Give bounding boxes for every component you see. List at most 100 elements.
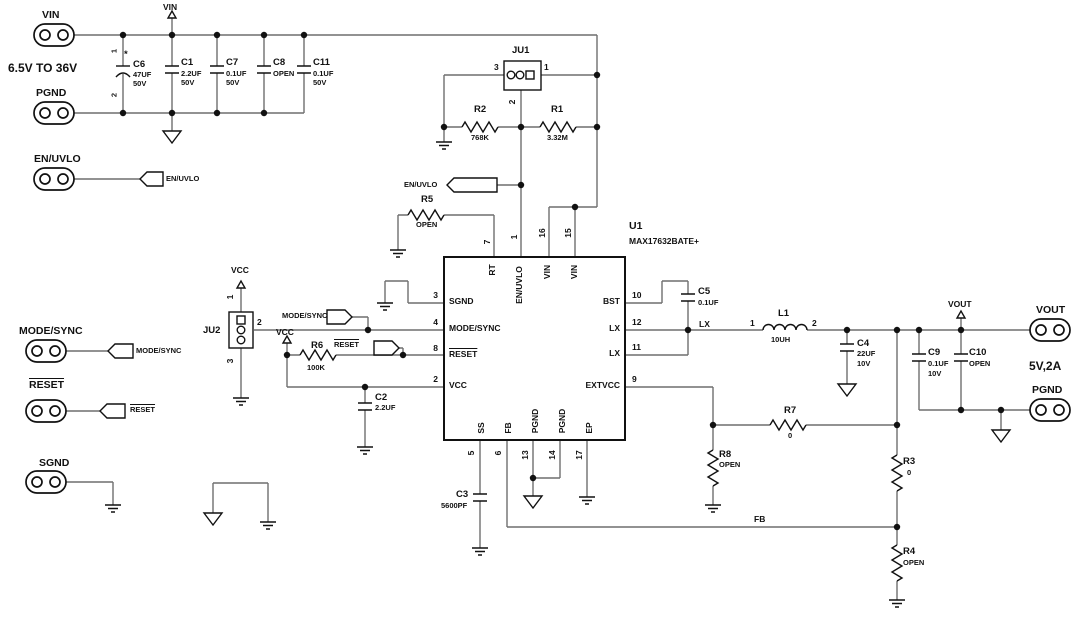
vcc-net-label-ju2: VCC [231,265,249,275]
capacitor-C6-symbol [115,65,131,78]
c4-rating: 10V [857,359,871,368]
earth-ground-icons [105,141,905,608]
r7-value: 0 [788,431,793,440]
u1-pin1-number: 1 [508,234,519,240]
l1-pin2-label: 2 [812,318,817,328]
c6-ref: C6 [133,59,146,70]
en-uvlo-connector-label: EN/UVLO [34,153,81,165]
capacitor-C5-symbol [681,293,695,302]
l1-pin1-label: 1 [750,318,755,328]
u1-pin9-number: 9 [632,374,637,384]
c10-ref: C10 [969,347,987,358]
c1-ref: C1 [181,57,194,68]
r6-value: 100K [307,363,325,372]
r3-ref: R3 [903,456,916,467]
u1-pin4-number: 4 [433,317,438,327]
c8-ref: C8 [273,57,286,68]
c3-value: 5600PF [441,501,468,510]
r1-value: 3.32M [547,133,568,142]
r5-value: OPEN [416,220,438,229]
u1-pin-rt-name: RT [486,264,497,276]
c5-value: 0.1UF [698,298,719,307]
vout-net-label: VOUT [948,299,972,309]
output-rating-label: 5V,2A [1029,359,1062,373]
jumper-ju1 [503,60,542,91]
connector-reset [25,399,67,423]
r3-value: 0 [907,468,912,477]
u1-pin14-number: 14 [546,450,557,460]
capacitor-C8-symbol [257,65,271,74]
u1-pin6-number: 6 [492,450,503,456]
c6-rating: 50V [133,79,147,88]
u1-ref: U1 [629,220,643,232]
capacitor-C1-symbol [165,65,179,74]
inductor-L1-symbol [762,323,808,331]
l1-value: 10UH [771,335,791,344]
pgnd-out-connector-label: PGND [1032,384,1063,396]
connector-pgnd-in [33,101,75,125]
u1-pin-vin16-name: VIN [541,264,552,280]
c4-ref: C4 [857,338,870,349]
u1-pin-bst-name: BST [603,296,620,306]
capacitor-C3-symbol [473,493,487,502]
u1-pin-reset-name: RESET [449,349,478,359]
u1-pin10-number: 10 [632,290,642,300]
input-range-label: 6.5V TO 36V [8,61,78,75]
vin-net-label: VIN [163,2,178,12]
net-tag-icons [99,171,498,419]
capacitor-C4-symbol [840,343,854,352]
jumper-ju2 [228,311,254,349]
power-ground-icons [161,130,1012,527]
mode-sync-tag-label: MODE/SYNC [136,346,182,355]
connector-sgnd [25,470,67,494]
u1-pin3-number: 3 [433,290,438,300]
r1-ref: R1 [551,104,564,115]
u1-pin-vin15-name: VIN [568,264,579,280]
u1-pin-ep-name: EP [583,422,594,434]
connector-mode-sync [25,339,67,363]
r8-ref: R8 [719,449,732,460]
capacitor-C7-symbol [210,65,224,74]
en-uvlo-tag-label: EN/UVLO [166,174,200,183]
u1-pin5-number: 5 [465,450,476,456]
u1-pin-lx11-name: LX [609,348,620,358]
u1-pin11-number: 11 [632,342,641,352]
ju2-pin2-label: 2 [257,317,262,327]
c8-value: OPEN [273,69,295,78]
resistor-R5-symbol [407,208,445,222]
c2-value: 2.2UF [375,403,396,412]
reset-tag-label: RESET [130,405,156,414]
c2-ref: C2 [375,392,388,403]
c11-value: 0.1UF [313,69,334,78]
vcc-net-label-r6: VCC [276,327,294,337]
r6-ref: R6 [311,340,324,351]
ju2-pin3-label: 3 [224,358,235,364]
ju2-ref: JU2 [203,325,221,336]
mode-sync-connector-label: MODE/SYNC [19,325,83,337]
r2-value: 768K [471,133,489,142]
lx-net-label: LX [699,319,710,329]
net-arrow-icons [166,9,967,344]
resistor-R8-symbol [706,449,720,487]
reset-tag2-label: RESET [334,340,360,349]
r8-value: OPEN [719,460,741,469]
c5-ref: C5 [698,286,711,297]
u1-pin-mode-name: MODE/SYNC [449,323,501,333]
c3-ref: C3 [456,489,469,500]
c1-value: 2.2UF [181,69,202,78]
c6-value: 47UF [133,70,152,79]
l1-ref: L1 [778,308,790,319]
c6-pin1-label: 1 [109,48,119,54]
u1-pin15-number: 15 [562,228,573,238]
ju1-pin3-label: 3 [494,62,499,72]
ju1-ref: JU1 [512,45,530,56]
resistor-R3-symbol [890,454,904,492]
u1-pin-fb-name: FB [502,422,513,434]
connector-vin [33,23,75,47]
capacitor-C2-symbol [358,402,372,411]
c7-rating: 50V [226,78,240,87]
c1-rating: 50V [181,78,195,87]
u1-pin-ss-name: SS [475,422,486,434]
connector-pgnd-out [1029,398,1071,422]
